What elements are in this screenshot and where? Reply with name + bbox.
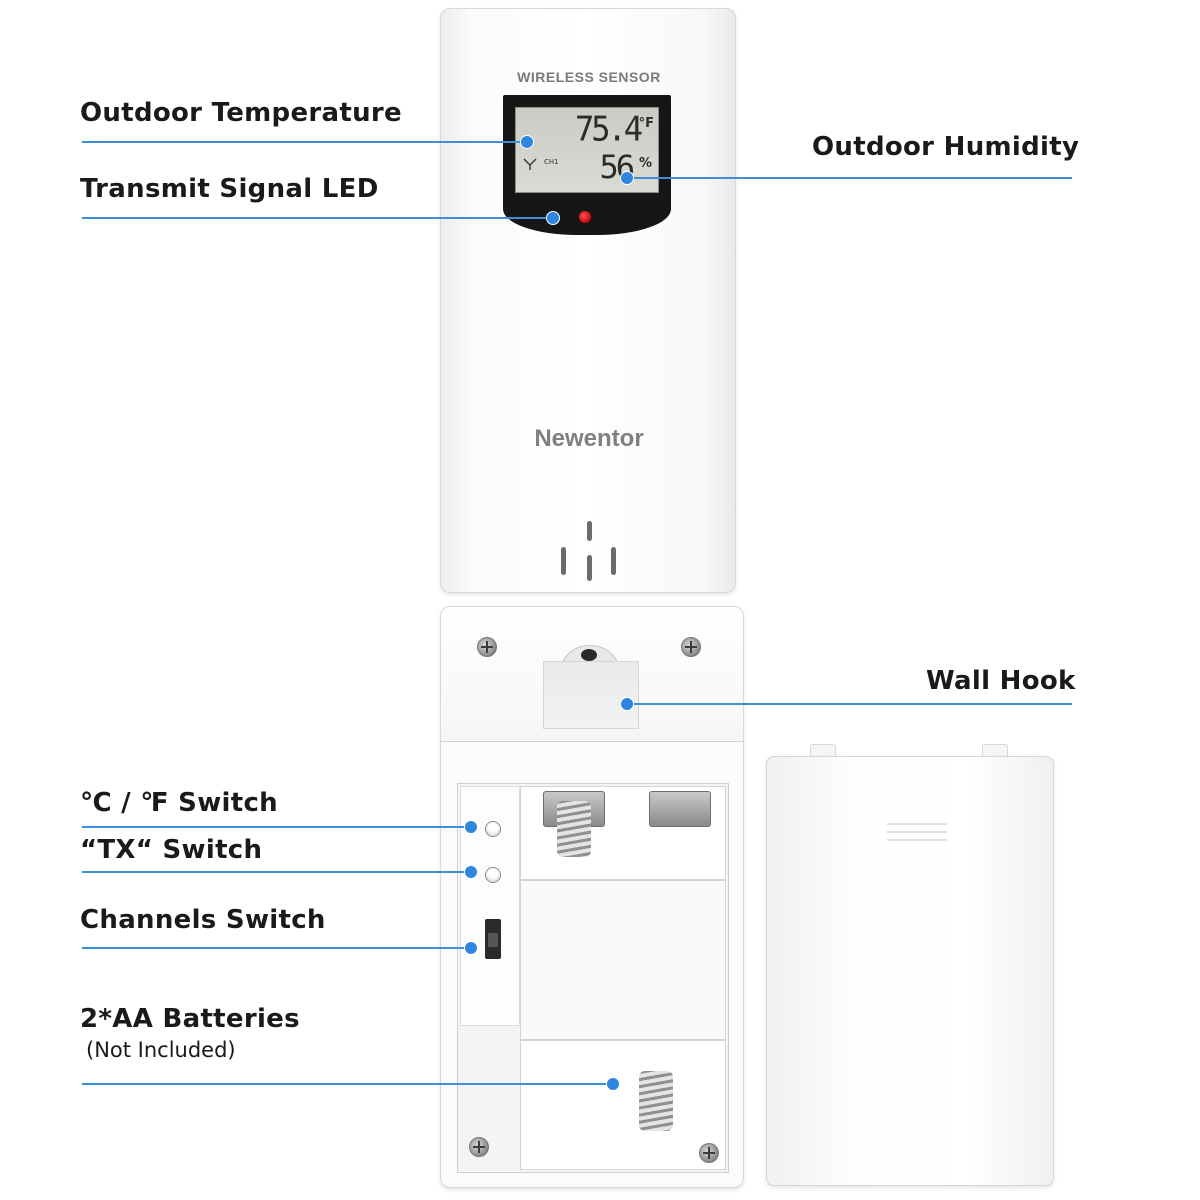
battery-cover[interactable] — [766, 756, 1054, 1186]
cover-grip — [887, 823, 947, 825]
screw-icon — [681, 637, 701, 657]
unit-switch-button[interactable] — [485, 821, 501, 837]
label-batteries: 2*AA Batteries — [80, 1004, 300, 1034]
label-batteries-note: (Not Included) — [86, 1038, 236, 1062]
vent-slot — [611, 547, 616, 575]
callout-dot — [546, 211, 560, 225]
display-bezel: 75.4 °F CH1 56 % — [503, 95, 671, 235]
battery-slot-bottom — [520, 1040, 726, 1170]
sensor-back — [440, 606, 744, 1188]
lcd-humidity-unit: % — [638, 156, 652, 171]
leader-line — [82, 217, 552, 219]
screw-icon — [477, 637, 497, 657]
callout-dot — [464, 941, 478, 955]
battery-compartment — [457, 783, 729, 1173]
vent-slot — [587, 521, 592, 541]
callout-dot — [464, 820, 478, 834]
callout-dot — [620, 171, 634, 185]
leader-line — [628, 703, 1072, 705]
spring-icon — [639, 1071, 673, 1131]
label-outdoor-humidity: Outdoor Humidity — [812, 132, 1080, 162]
lcd-temperature: 75.4 — [574, 109, 643, 149]
callout-dot — [620, 697, 634, 711]
lcd-temperature-unit: °F — [638, 116, 654, 131]
leader-line — [82, 1083, 612, 1085]
cover-tab — [982, 744, 1008, 757]
label-outdoor-temperature: Outdoor Temperature — [80, 98, 402, 128]
label-transmit-signal-led: Transmit Signal LED — [80, 174, 379, 204]
antenna-icon — [523, 158, 537, 170]
leader-line — [82, 141, 526, 143]
label-unit-switch: ℃ / ℉ Switch — [80, 788, 278, 818]
sensor-front: WIRELESS SENSOR 75.4 °F CH1 56 % Newento… — [440, 8, 736, 593]
leader-line — [82, 947, 470, 949]
sensor-title: WIRELESS SENSOR — [517, 69, 661, 85]
leader-line — [82, 826, 470, 828]
wall-hook — [543, 661, 639, 729]
vent-slot — [587, 555, 592, 581]
screw-icon — [469, 1137, 489, 1157]
spring-icon — [557, 801, 591, 857]
callout-dot — [606, 1077, 620, 1091]
back-top-plate — [441, 607, 743, 742]
channel-slide-switch[interactable] — [485, 919, 501, 959]
battery-slot — [520, 880, 726, 1040]
battery-slot-top — [520, 786, 726, 880]
callout-dot — [464, 865, 478, 879]
label-tx-switch: “TX“ Switch — [80, 835, 263, 865]
transmit-led — [579, 211, 591, 223]
vent-slot — [561, 547, 566, 575]
cover-tab — [810, 744, 836, 757]
leader-line — [628, 177, 1072, 179]
label-channels-switch: Channels Switch — [80, 905, 326, 935]
cover-grip — [887, 839, 947, 841]
switch-panel — [460, 786, 520, 1026]
label-wall-hook: Wall Hook — [926, 666, 1076, 696]
cover-grip — [887, 831, 947, 833]
leader-line — [82, 871, 470, 873]
slide-knob — [488, 933, 498, 947]
tx-switch-button[interactable] — [485, 867, 501, 883]
lcd-channel: CH1 — [544, 158, 559, 166]
brand-logo: Newentor — [534, 425, 644, 452]
hook-notch — [581, 649, 597, 661]
callout-dot — [520, 135, 534, 149]
screw-icon — [699, 1143, 719, 1163]
battery-contact — [649, 791, 711, 827]
lcd-screen: 75.4 °F CH1 56 % — [515, 107, 659, 193]
